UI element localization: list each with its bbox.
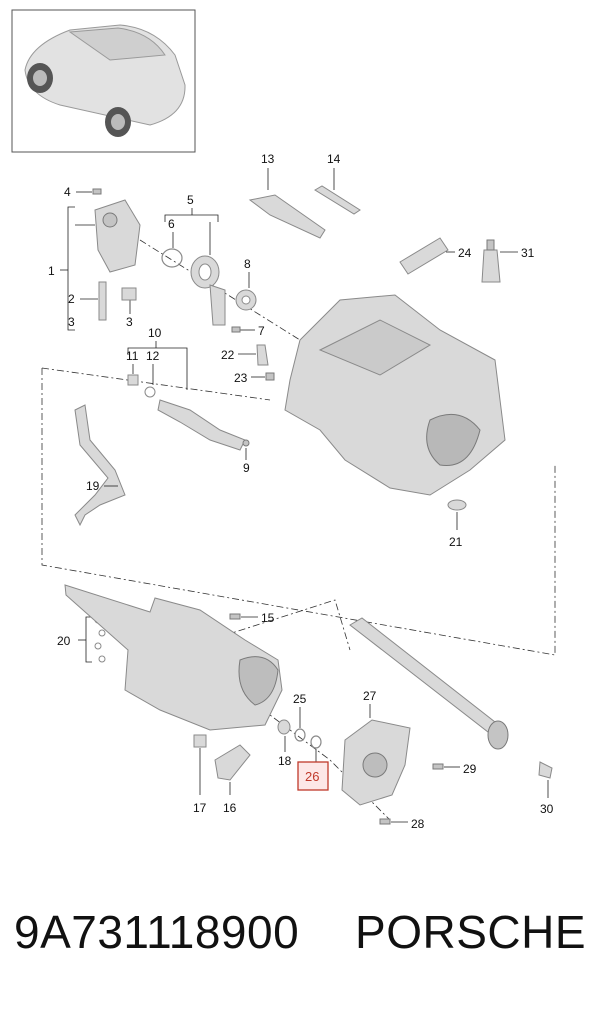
part-26-seal xyxy=(310,735,322,749)
callout-5: 5 xyxy=(187,193,194,207)
bracket-group-10 xyxy=(127,347,188,390)
callout-12: 12 xyxy=(146,349,160,363)
part-6-oring xyxy=(161,248,183,268)
callout-7: 7 xyxy=(258,324,265,338)
part-14-rail xyxy=(314,185,361,215)
highlighted-part-box xyxy=(297,761,329,791)
callout-3a: 3 xyxy=(68,315,75,329)
callout-13: 13 xyxy=(261,152,275,166)
assembly-boundary-top xyxy=(41,367,271,401)
part-1-cover xyxy=(94,199,141,273)
callout-29: 29 xyxy=(463,762,477,776)
callout-6: 6 xyxy=(168,217,175,231)
callout-8: 8 xyxy=(244,257,251,271)
part-17-plug xyxy=(193,734,207,748)
callout-23: 23 xyxy=(234,371,248,385)
part-13-guide xyxy=(248,194,326,239)
part-31-fluid-bottle xyxy=(481,249,501,283)
callout-2: 2 xyxy=(68,292,75,306)
drive-shaft xyxy=(349,617,496,733)
part-16-cover xyxy=(214,744,251,781)
callout-31: 31 xyxy=(521,246,535,260)
part-12-seal xyxy=(144,386,156,398)
part-number: 9A731118900 xyxy=(14,906,300,958)
callout-25: 25 xyxy=(293,692,307,706)
callout-9: 9 xyxy=(243,461,250,475)
part-19-wiring-harness xyxy=(74,404,126,527)
callout-30: 30 xyxy=(540,802,554,816)
callout-22: 22 xyxy=(221,348,235,362)
callout-21: 21 xyxy=(449,535,463,549)
part-10-sensor-harness xyxy=(157,399,246,451)
axis-line-mid xyxy=(209,599,351,651)
callout-28: 28 xyxy=(411,817,425,831)
callout-20: 20 xyxy=(57,634,71,648)
bracket-group-5 xyxy=(164,214,219,222)
part-21-plug xyxy=(447,499,467,511)
brand-name: PORSCHE xyxy=(355,906,586,958)
part-24-sealant-tube xyxy=(399,237,449,275)
callout-14: 14 xyxy=(327,152,341,166)
callout-3b: 3 xyxy=(126,315,133,329)
vehicle-thumbnail xyxy=(11,9,196,153)
exploded-parts-diagram: 1 4 2 3 3 5 6 8 7 13 14 24 31 xyxy=(11,9,556,831)
part-3-clip xyxy=(121,287,137,301)
part-18-bearing xyxy=(277,719,291,735)
callout-27: 27 xyxy=(363,689,377,703)
bracket-group-20 xyxy=(85,616,92,663)
footer: 9A731118900 PORSCHE xyxy=(0,905,600,985)
callout-26: 26 xyxy=(305,769,319,784)
callout-18: 18 xyxy=(278,754,292,768)
part-23-bolt xyxy=(265,372,275,381)
part-22-bracket xyxy=(256,344,269,366)
bracket-group-1 xyxy=(67,206,75,331)
part-29-bolt xyxy=(432,763,444,770)
callout-17: 17 xyxy=(193,801,207,815)
assembly-boundary-line xyxy=(41,368,556,656)
gear-cluster-assembly xyxy=(64,584,283,731)
callout-15: 15 xyxy=(261,611,275,625)
part-25-washer xyxy=(294,728,306,742)
transmission-housing xyxy=(284,294,506,496)
part-30-bolt xyxy=(538,761,553,779)
part-2-shaft xyxy=(98,281,107,321)
callout-24: 24 xyxy=(458,246,472,260)
callout-1: 1 xyxy=(48,264,55,278)
part-11-sensor xyxy=(127,374,139,386)
callout-16: 16 xyxy=(223,801,237,815)
callout-4: 4 xyxy=(64,185,71,199)
part-28-bolt xyxy=(379,818,391,825)
callout-19: 19 xyxy=(86,479,100,493)
callout-11: 11 xyxy=(126,349,139,363)
callout-10: 10 xyxy=(148,326,162,340)
part-15-bolt xyxy=(229,613,241,620)
